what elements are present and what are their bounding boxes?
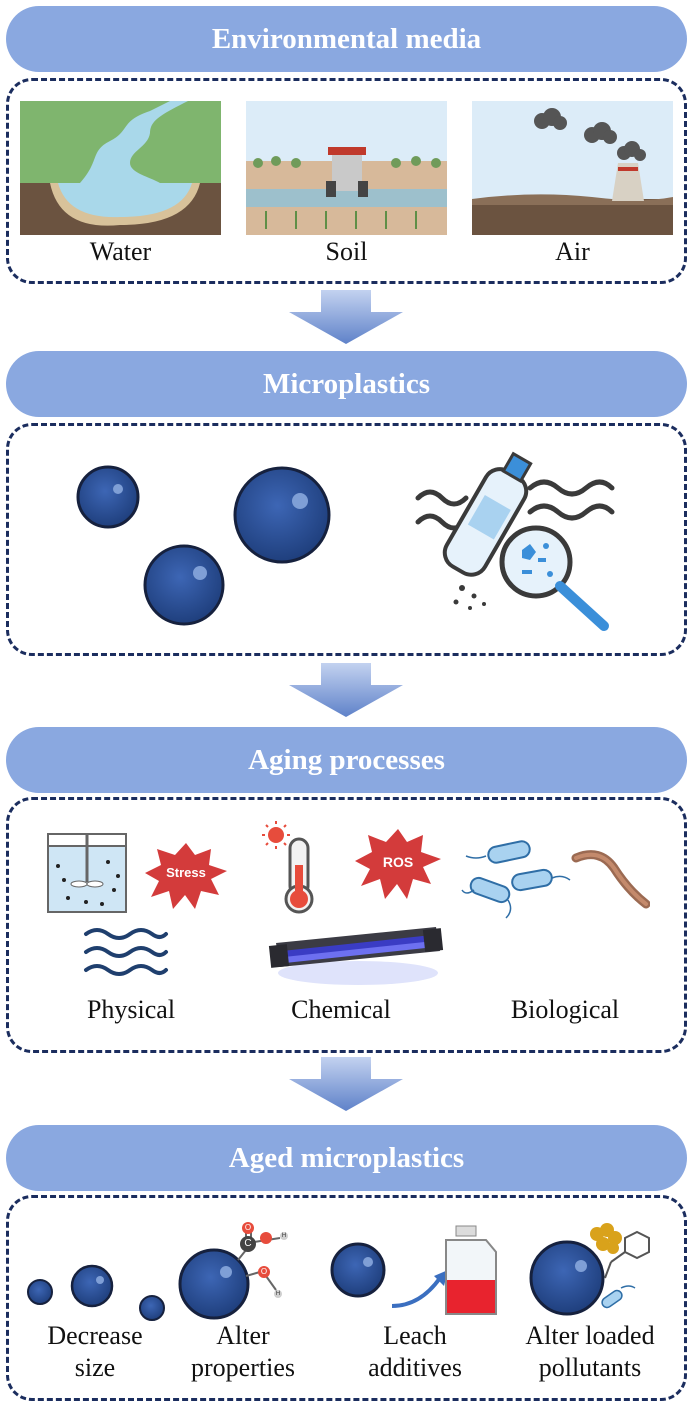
bottle-magnifier-icon [412,438,622,638]
functionalized-sphere-icon: C O O H H [176,1220,296,1324]
stress-badge-text: Stress [166,865,206,880]
banner-aged-microplastics: Aged microplastics [6,1125,687,1191]
label-biological: Biological [510,995,620,1024]
banner-microplastics: Microplastics [6,351,687,417]
air-illustration [472,101,673,235]
worm-icon [570,848,650,914]
label-air: Air [555,237,590,266]
flow-arrow-3 [289,1057,403,1111]
small-spheres-icon [24,1262,170,1324]
water-illustration [20,101,221,235]
label-line-2: size [74,1353,116,1382]
label-line-1: Leach [383,1321,447,1350]
sphere-medium [143,544,225,626]
leaching-sphere-bottle-icon [330,1218,506,1322]
banner-title: Microplastics [263,367,430,400]
banner-title: Aged microplastics [228,1141,465,1174]
banner-environmental-media: Environmental media [6,6,687,72]
ros-badge-text: ROS [382,854,414,870]
label-water: Water [89,237,152,266]
label-physical: Physical [86,995,176,1024]
atom-h-2: H [275,1291,281,1297]
panel-aging-processes [6,797,687,1053]
panel-aged-microplastics [6,1195,687,1401]
banner-title: Aging processes [248,743,445,776]
uv-lamp-icon [268,921,444,987]
label-alter-properties: Alter properties [178,1320,308,1384]
stirred-tank-icon [46,832,128,914]
sphere-small [76,465,140,529]
banner-title: Environmental media [211,22,482,55]
label-line-2: pollutants [538,1353,642,1382]
microplastic-spheres [60,445,350,635]
ros-badge: ROS [355,829,441,899]
label-line-1: Alter [216,1321,270,1350]
waves-icon [82,924,170,982]
panel-microplastics [6,423,687,656]
label-line-1: Alter loaded [525,1321,655,1350]
soil-illustration [246,101,447,235]
label-line-1: Decrease [47,1321,143,1350]
label-soil: Soil [325,237,368,266]
loaded-pollutants-icon [525,1222,655,1318]
atom-h-1: H [281,1233,287,1239]
stress-badge: Stress [145,843,227,909]
thermometer-sun-icon [262,821,322,915]
atom-o-1: O [244,1223,252,1232]
label-chemical: Chemical [291,995,391,1024]
flow-arrow-2 [289,663,403,717]
flow-arrow-1 [289,290,403,344]
bacteria-icon [460,838,572,920]
atom-o-2: O [260,1267,268,1276]
label-line-2: properties [191,1353,295,1382]
label-decrease-size: Decrease size [30,1320,160,1384]
banner-aging-processes: Aging processes [6,727,687,793]
label-line-2: additives [368,1353,462,1382]
label-leach-additives: Leach additives [345,1320,485,1384]
sphere-large [233,466,331,564]
panel-environmental-media [6,78,687,284]
label-alter-loaded-pollutants: Alter loaded pollutants [505,1320,675,1384]
atom-c: C [244,1238,252,1249]
